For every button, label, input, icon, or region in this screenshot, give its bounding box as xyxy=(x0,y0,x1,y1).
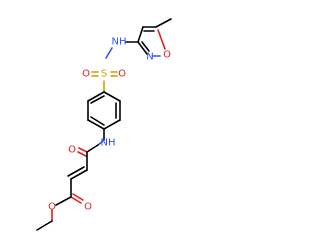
structure-svg: O N NH S O O NH O O O xyxy=(36,18,172,231)
atom-o-sulfonyl-left: O xyxy=(82,69,90,80)
benzene-bond-4 xyxy=(87,119,105,130)
bond-amide-c-o xyxy=(78,147,88,153)
sulfonamide-group xyxy=(91,47,118,93)
atom-o-ester-ether: O xyxy=(48,202,56,213)
ring-bond-c3-n xyxy=(137,41,148,55)
ring-bond-c4-c3 xyxy=(137,26,144,43)
benzene-bond-1 xyxy=(103,91,121,102)
ring-bond-o-c5 xyxy=(157,29,166,50)
atom-labels: O N NH S O O NH O O O xyxy=(48,37,171,213)
atom-o-sulfonyl-right: O xyxy=(118,69,126,80)
bond-ester-c-o xyxy=(70,196,82,204)
bond-ester-c-o-double xyxy=(72,193,84,201)
bond-ester-c-oether xyxy=(55,196,72,206)
butenoate-chain xyxy=(36,144,99,231)
isoxazole-ring xyxy=(125,18,172,57)
bond-ethyl xyxy=(36,220,53,231)
atom-nh-sulfonamide: NH xyxy=(112,37,127,48)
atom-o-isoxazole: O xyxy=(163,50,171,61)
benzene-bond-3 xyxy=(103,119,121,130)
benzene-ring xyxy=(87,91,121,146)
bond-nh-amide-c xyxy=(86,144,99,153)
ring-bond-c3-n-double xyxy=(141,41,150,52)
benzene-bond-6-double xyxy=(90,95,105,104)
bond-vinyl-double xyxy=(70,169,88,180)
molecule-diagram: O N NH S O O NH O O O xyxy=(36,18,172,231)
methyl-bond xyxy=(155,18,172,28)
atom-s-sulfonyl: S xyxy=(101,69,107,80)
bond-vinyl-double-2 xyxy=(67,166,85,177)
benzene-bond-6 xyxy=(87,91,105,102)
atom-o-amide: O xyxy=(68,145,76,156)
atom-nh-amide: NH xyxy=(101,138,116,149)
atom-o-ester-carbonyl: O xyxy=(84,202,92,213)
bond-amide-nh-c xyxy=(97,139,105,146)
benzene-bond-4-double xyxy=(90,116,105,126)
atom-n-isoxazole: N xyxy=(146,52,153,63)
bond-amide-c-o-double xyxy=(77,151,87,157)
bond-nh-s xyxy=(105,47,113,59)
